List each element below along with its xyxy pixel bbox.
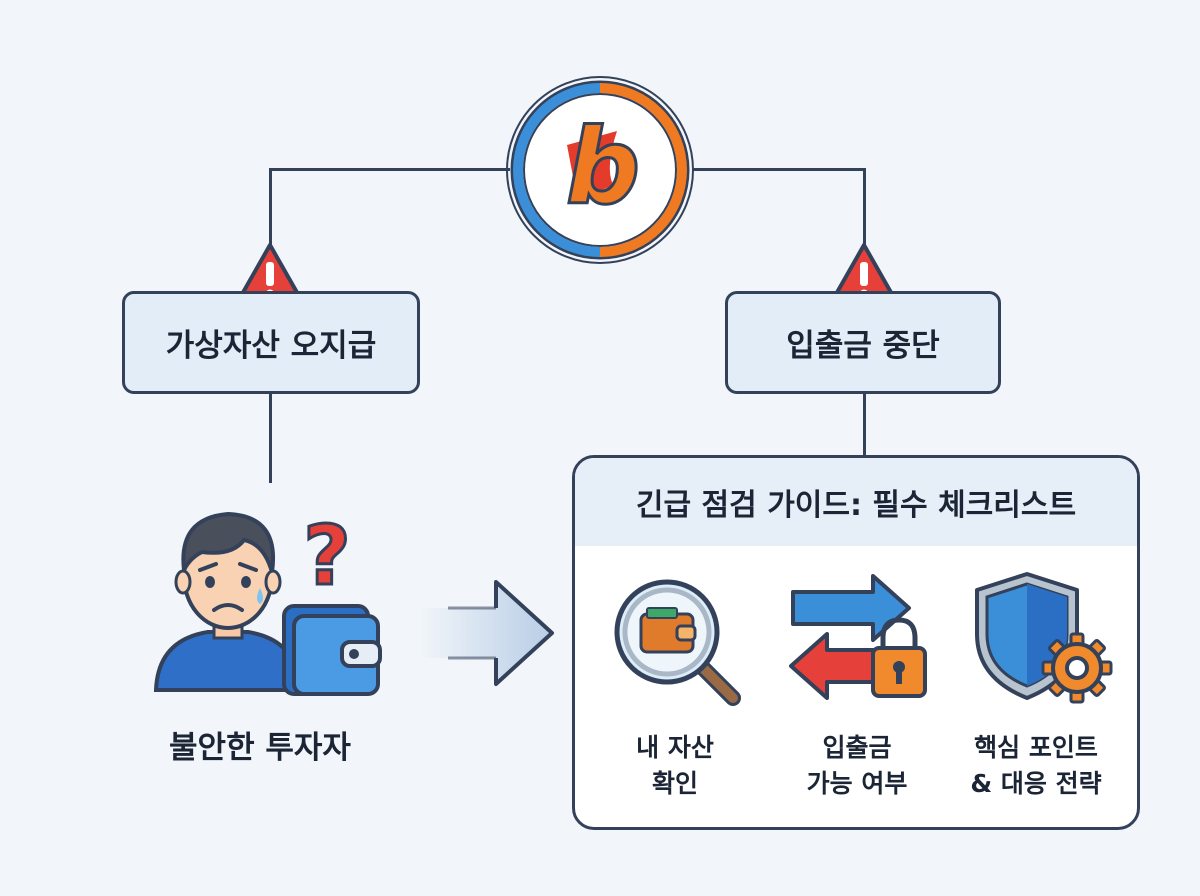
transfer-lock-icon <box>789 574 927 700</box>
shield-gear-icon <box>975 572 1113 704</box>
item-2-line1: 입출금 <box>822 733 892 762</box>
item-2-line2: 가능 여부 <box>806 769 908 798</box>
item-3-line1: 핵심 포인트 <box>974 733 1098 762</box>
overpayment-label: 가상자산 오지급 <box>165 328 377 364</box>
overpayment-box: 가상자산 오지급 <box>122 291 420 394</box>
checklist-title: 긴급 점검 가이드: 필수 체크리스트 <box>575 458 1137 546</box>
emergency-checklist-panel: 긴급 점검 가이드: 필수 체크리스트 내 자산 확인 입출금 가능 여부 <box>572 455 1140 830</box>
logo-letter: b <box>566 106 640 228</box>
investor-label: 불안한 투자자 <box>169 730 351 766</box>
svg-text:?: ? <box>303 512 351 592</box>
flow-arrow-icon <box>418 580 554 686</box>
withdrawal-halt-box: 입출금 중단 <box>725 291 1001 394</box>
connector-top-right <box>692 168 865 171</box>
bithumb-logo-icon: b <box>506 76 694 264</box>
checklist-item-1: 내 자산 확인 <box>590 730 760 802</box>
connector-left-to-investor <box>269 393 272 483</box>
item-3-line2: & 대응 전략 <box>970 769 1102 798</box>
worried-person-icon <box>153 511 303 692</box>
connector-right-to-guide <box>863 393 866 457</box>
withdrawal-halt-label: 입출금 중단 <box>786 328 940 364</box>
magnifier-wallet-icon <box>614 579 741 706</box>
connector-right-down <box>863 168 866 248</box>
item-1-line2: 확인 <box>651 769 698 798</box>
item-1-line1: 내 자산 <box>636 733 714 762</box>
question-mark-icon: ? <box>302 512 353 592</box>
connector-left-down <box>269 168 272 248</box>
wallet-icon <box>282 604 382 696</box>
checklist-item-2: 입출금 가능 여부 <box>772 730 942 802</box>
checklist-item-3: 핵심 포인트 & 대응 전략 <box>951 730 1121 802</box>
connector-top-left <box>270 168 510 171</box>
